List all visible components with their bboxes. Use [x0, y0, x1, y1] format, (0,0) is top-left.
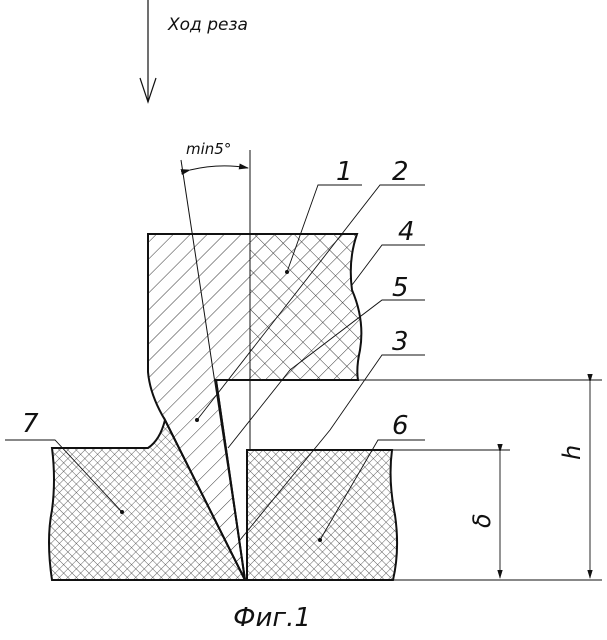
label-part-2: 2 — [392, 157, 409, 187]
label-part-1: 1 — [336, 157, 353, 187]
cut-direction-arrow — [140, 0, 156, 102]
label-part-5: 5 — [392, 273, 409, 303]
dimension-h: h — [558, 445, 586, 460]
angle-label: min5° — [186, 140, 231, 158]
cut-direction-label: Ход реза — [167, 15, 248, 35]
label-part-7: 7 — [22, 409, 39, 439]
angle-arc — [190, 166, 248, 170]
label-part-6: 6 — [392, 411, 409, 441]
workpiece-part-6 — [247, 450, 397, 580]
label-part-4: 4 — [398, 217, 415, 247]
label-part-3: 3 — [392, 327, 409, 357]
dimension-delta: δ — [468, 513, 496, 528]
figure-caption: Фиг.1 — [233, 603, 311, 633]
